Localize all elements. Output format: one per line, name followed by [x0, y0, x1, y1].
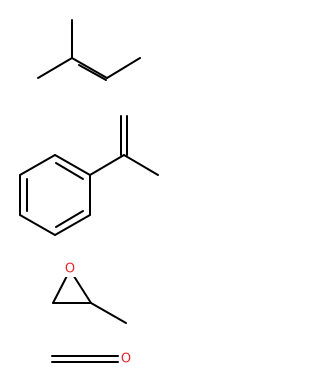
- molecule-alpha-methylstyrene: [19, 115, 159, 236]
- ring-bond-6: [19, 154, 56, 176]
- ring-inner-double-1: [55, 162, 84, 180]
- bond-double-main: [71, 57, 108, 79]
- chemical-structure-diagram: O O: [19, 19, 159, 367]
- bond-vinyl-methyl: [123, 154, 159, 176]
- molecule-propylene-oxide: O: [52, 262, 127, 324]
- ring-inner-double-2: [55, 210, 84, 228]
- bond-ring-to-vinyl: [89, 154, 125, 176]
- oxygen-atom-background: [63, 262, 77, 277]
- epoxide-bond-methyl: [90, 302, 127, 324]
- bond-double-inner: [78, 64, 107, 81]
- ring-bond-1: [54, 154, 91, 176]
- bond-ethyl-right: [106, 57, 141, 79]
- molecule-2-methyl-2-butene: [37, 19, 141, 81]
- ring-bond-3: [54, 214, 91, 236]
- carbonyl-oxygen-label: O: [121, 352, 131, 367]
- bond-methyl-left: [37, 57, 73, 79]
- ring-bond-4: [19, 214, 56, 236]
- epoxide-oxygen-label: O: [65, 262, 75, 277]
- molecule-formaldehyde: O: [51, 352, 131, 367]
